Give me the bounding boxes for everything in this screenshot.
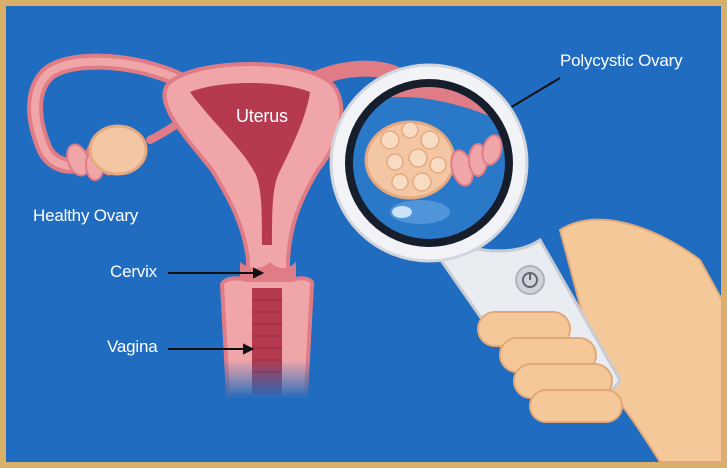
healthy-ovary-label: Healthy Ovary [33,206,138,226]
cervix-label: Cervix [110,262,157,282]
polycystic-ovary-label: Polycystic Ovary [560,51,682,71]
healthy-ovary [90,126,146,174]
vagina-label: Vagina [107,337,157,357]
uterus-label: Uterus [236,106,288,127]
